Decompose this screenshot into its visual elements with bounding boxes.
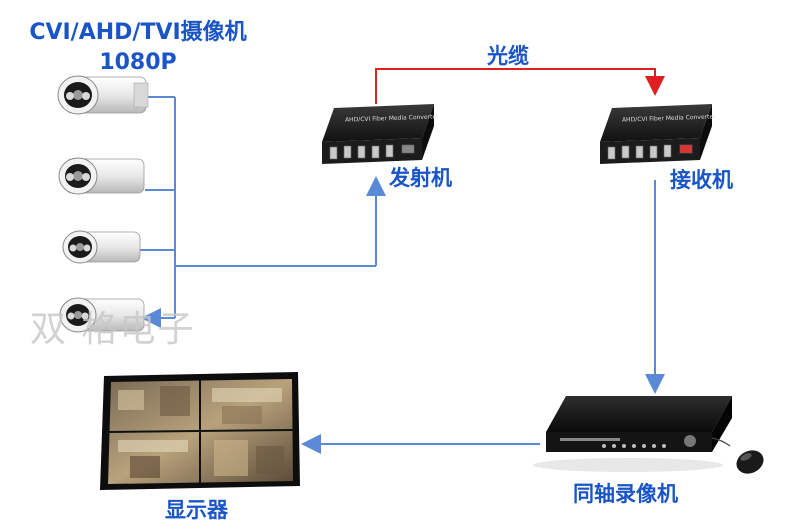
transmitter-label: 发射机 bbox=[389, 166, 452, 190]
monitor-screen-quadrants bbox=[108, 380, 294, 483]
monitor-screen-scenery bbox=[118, 386, 284, 478]
camera-3 bbox=[62, 230, 141, 264]
transmitter-connectors bbox=[329, 144, 415, 160]
receiver-device bbox=[600, 104, 712, 164]
transmitter-device bbox=[322, 104, 434, 164]
camera-title: CVI/AHD/TVI摄像机 1080P bbox=[8, 18, 268, 78]
receiver-connectors bbox=[607, 144, 693, 160]
monitor-device bbox=[100, 372, 300, 490]
mouse-icon bbox=[711, 437, 764, 474]
dvr-label: 同轴录像机 bbox=[573, 482, 678, 506]
receiver-label: 接收机 bbox=[670, 168, 733, 192]
camera-2 bbox=[58, 157, 145, 195]
camera-1 bbox=[57, 75, 149, 115]
camera-title-line1: CVI/AHD/TVI摄像机 bbox=[29, 20, 247, 45]
fiber-link bbox=[375, 68, 665, 104]
dvr-buttons bbox=[560, 435, 696, 448]
fiber-label: 光缆 bbox=[487, 44, 529, 68]
monitor-label: 显示器 bbox=[165, 498, 228, 522]
camera-title-line2: 1080P bbox=[99, 50, 177, 75]
camera-signal-lines bbox=[140, 96, 386, 328]
camera-4 bbox=[59, 297, 145, 333]
watermark-text: 双 格电子 bbox=[30, 309, 196, 350]
dvr-device bbox=[533, 396, 732, 472]
